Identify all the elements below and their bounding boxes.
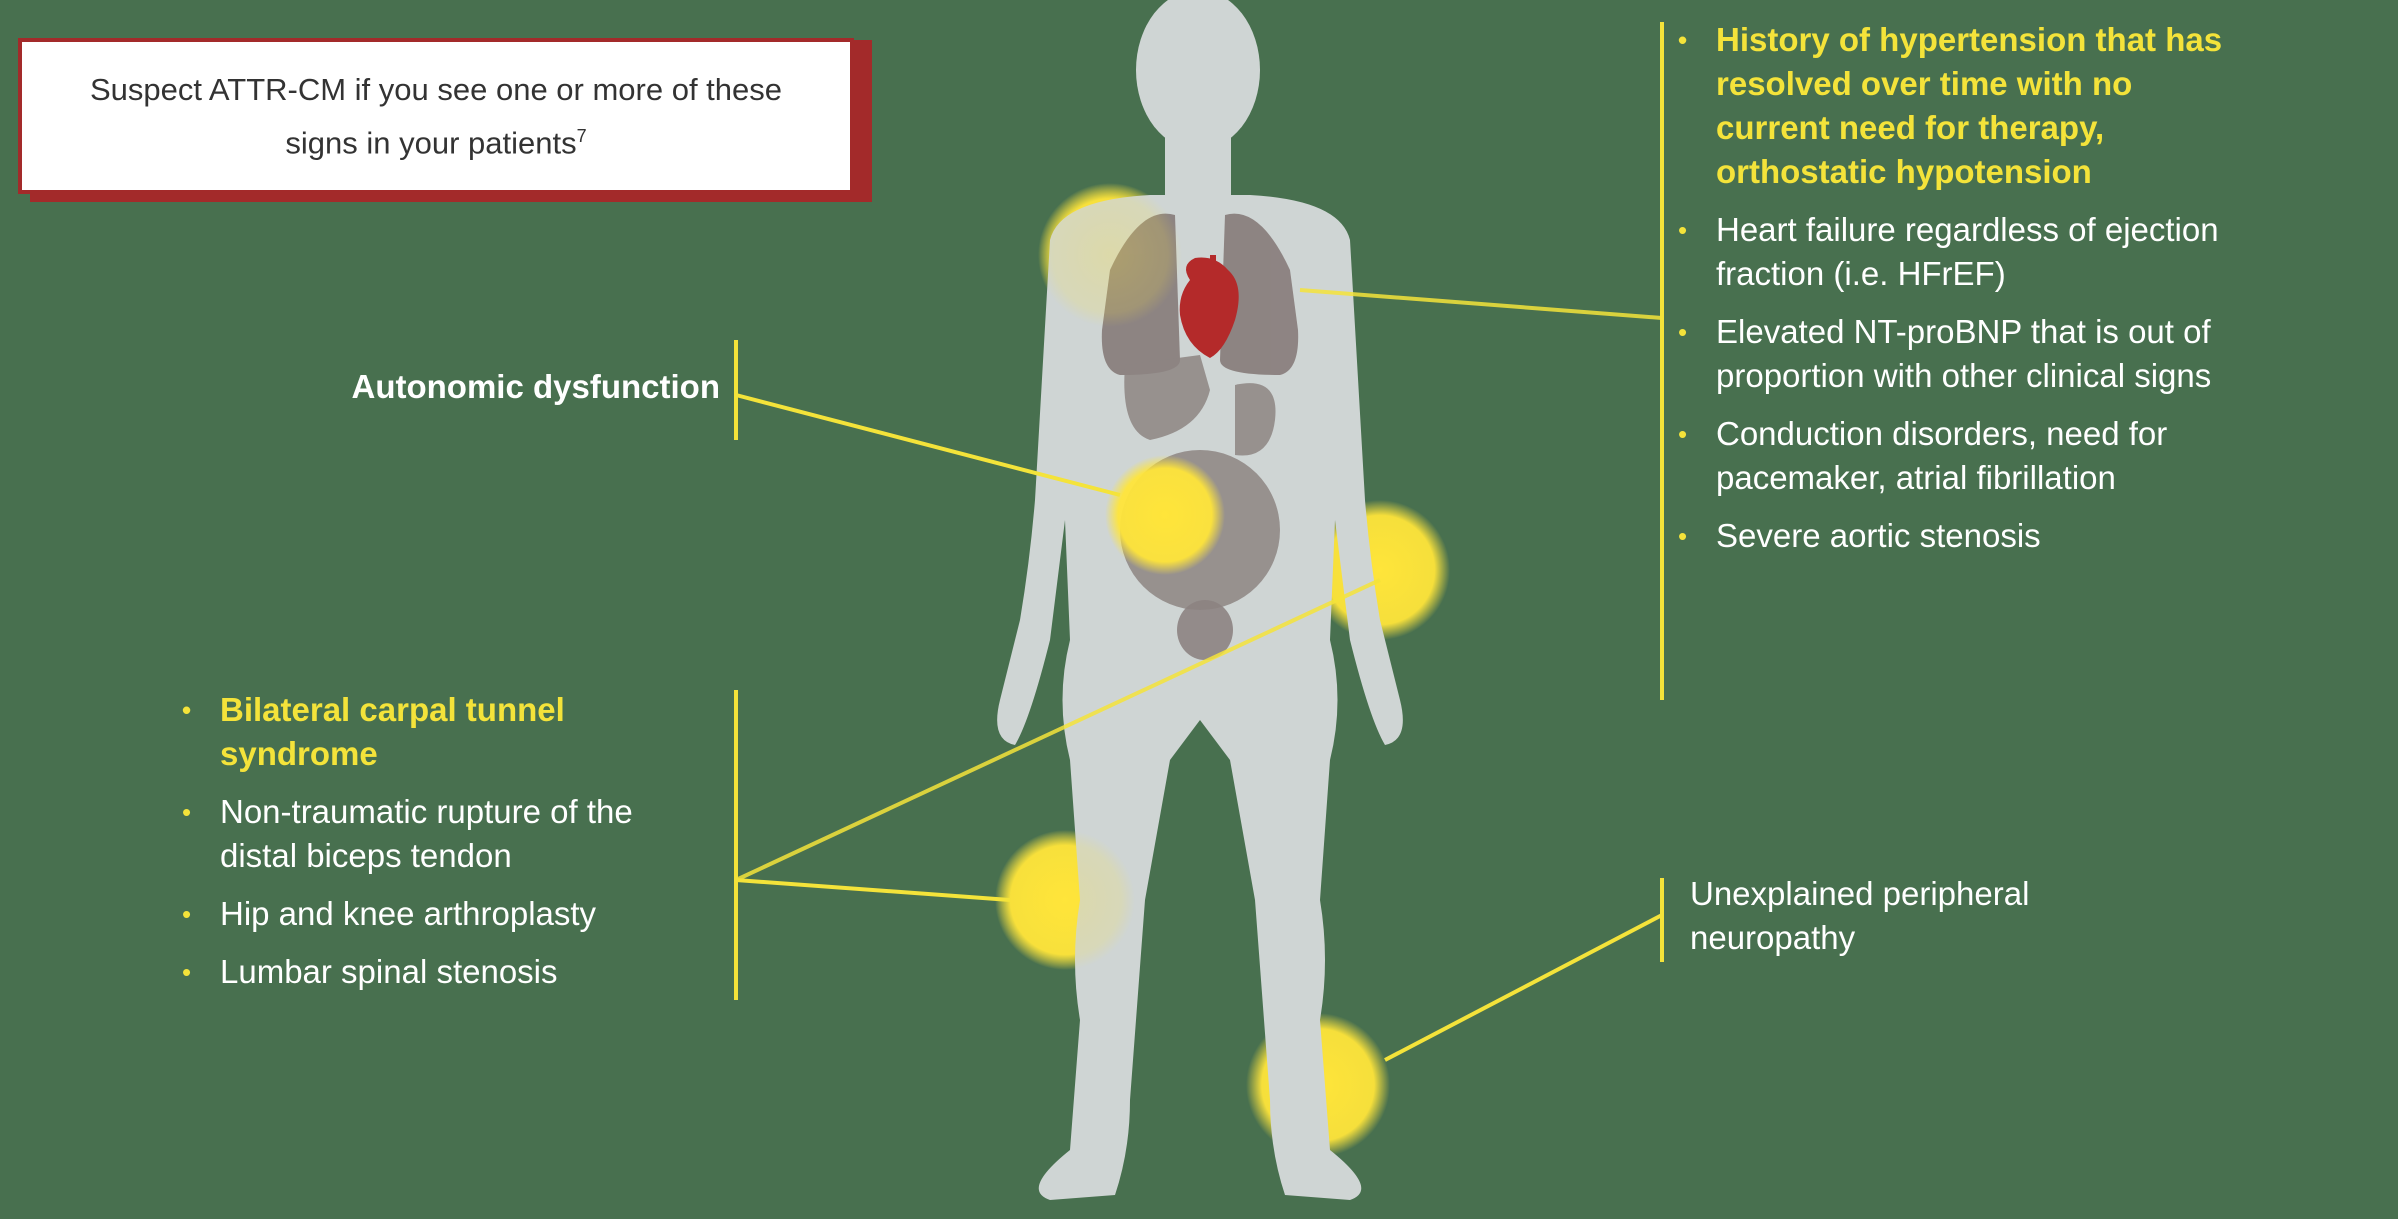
right-lung [1220, 213, 1299, 375]
callout-text: Suspect ATTR-CM if you see one or more o… [56, 66, 816, 166]
list-item: Bilateral carpal tunnel syndrome [182, 688, 702, 776]
bladder [1177, 600, 1233, 660]
musculoskeletal-signs-list: Bilateral carpal tunnel syndrome Non-tra… [182, 688, 702, 1008]
heart-icon [1179, 257, 1239, 358]
abdomen-glow [1105, 455, 1225, 575]
footnote-ref: 7 [576, 125, 587, 146]
cardiac-signs-list: History of hypertension that has resolve… [1678, 18, 2238, 572]
callout-heading: Suspect ATTR-CM if you see one or more o… [89, 71, 783, 161]
list-item: Severe aortic stenosis [1678, 514, 2238, 558]
label-autonomic-dysfunction: Autonomic dysfunction [351, 368, 720, 405]
callout-inner: Suspect ATTR-CM if you see one or more o… [18, 38, 854, 194]
list-item: Hip and knee arthroplasty [182, 892, 702, 936]
list-item: Non-traumatic rupture of the distal bice… [182, 790, 702, 878]
label-peripheral-neuropathy: Unexplained peripheral neuropathy [1690, 875, 2030, 956]
stomach [1235, 383, 1276, 456]
list-item: History of hypertension that has resolve… [1678, 18, 2238, 194]
list-item: Conduction disorders, need for pacemaker… [1678, 412, 2238, 500]
liver [1124, 355, 1210, 440]
list-item: Elevated NT-proBNP that is out of propor… [1678, 310, 2238, 398]
callout-box: Suspect ATTR-CM if you see one or more o… [18, 38, 872, 202]
list-item: Lumbar spinal stenosis [182, 950, 702, 994]
connector-lines [734, 22, 1664, 1062]
list-item: Heart failure regardless of ejection fra… [1678, 208, 2238, 296]
